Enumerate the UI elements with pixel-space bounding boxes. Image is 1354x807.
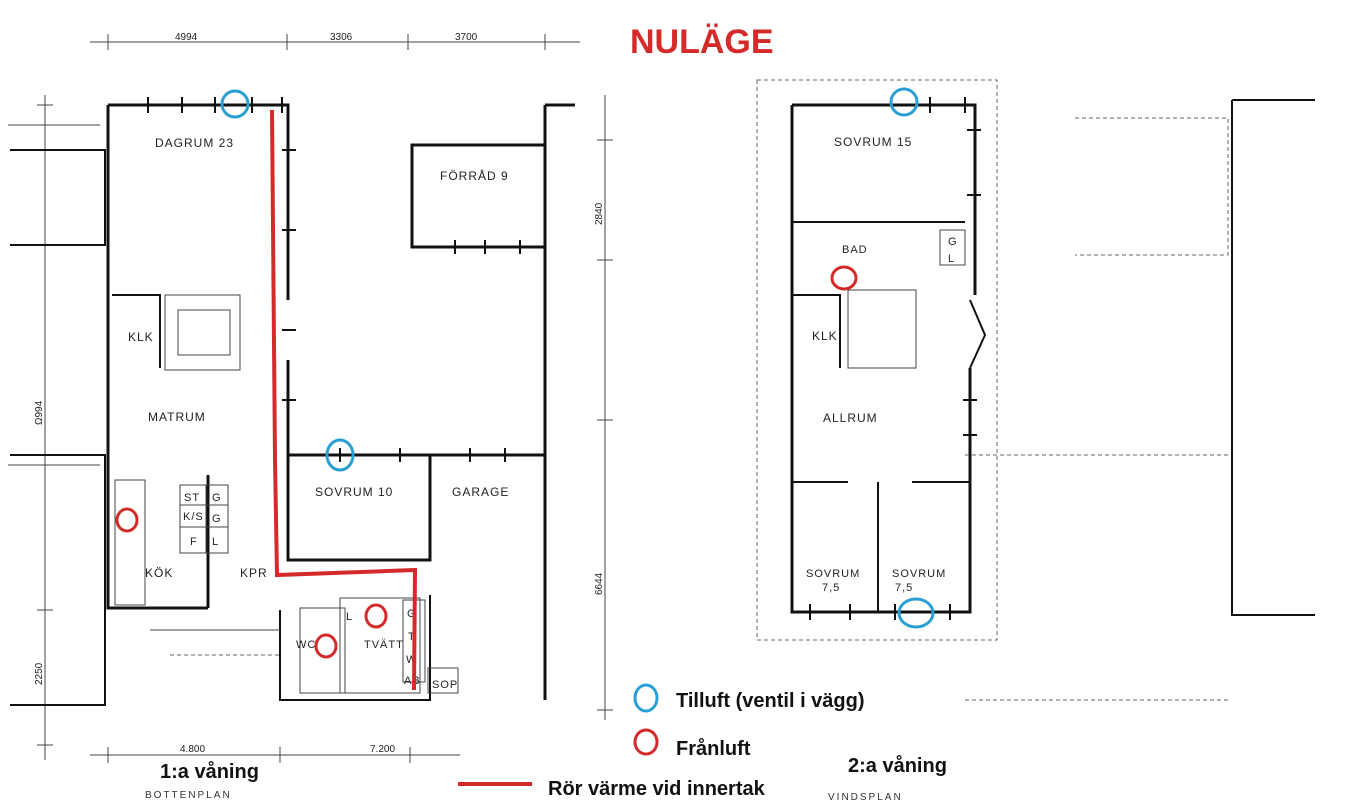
cabinet-label-t: T <box>408 631 416 643</box>
legend: Tilluft (ventil i vägg) Frånluft Rör vär… <box>458 683 865 800</box>
dim-top-3: 3700 <box>455 32 478 43</box>
plan-label-ground: BOTTENPLAN <box>145 790 232 801</box>
room-label-allrum: ALLRUM <box>823 411 878 425</box>
cabinet-label-g3: G <box>407 608 417 620</box>
room-label-kok: KÖK <box>145 566 173 580</box>
dim-bottom-1: 4.800 <box>180 744 205 755</box>
heating-pipe <box>270 109 418 691</box>
cabinet-label-l2: L <box>346 611 353 623</box>
dim-side-left-1: Ω994 <box>34 400 45 425</box>
cabinet-label-g-upper: G <box>948 236 958 248</box>
room-label-sovrum15: SOVRUM 15 <box>834 135 912 149</box>
room-label-sop: SOP <box>432 679 458 691</box>
room-label-sovrum10: SOVRUM 10 <box>315 485 393 499</box>
dim-top-1: 4994 <box>175 32 198 43</box>
cabinet-label-w: W <box>406 654 417 666</box>
exhaust-valve-wc <box>314 633 338 659</box>
dim-side-right-1: 2840 <box>594 202 605 225</box>
room-label-sovrum-a: SOVRUM <box>806 568 860 580</box>
room-label-bad: BAD <box>842 244 868 256</box>
floor-name-2: 2:a våning <box>848 754 947 777</box>
supply-valve-sovrum15 <box>889 87 919 117</box>
dim-bottom-2: 7.200 <box>370 744 395 755</box>
upper-floor-plan: SOVRUM 15 BAD G L KLK ALLRUM SOVRUM 7,5 … <box>756 79 1315 803</box>
plan-label-upper: VINDSPLAN <box>828 792 903 803</box>
top-dimension-line: 4994 3306 3700 <box>90 32 580 50</box>
room-label-wc: WC <box>296 639 316 651</box>
legend-exhaust-icon <box>633 728 659 756</box>
legend-pipe-label: Rör värme vid innertak <box>548 778 766 800</box>
supply-valve-sovrum-small <box>897 597 935 629</box>
room-label-klk-ground: KLK <box>128 330 154 344</box>
dim-side-right-2: 6644 <box>594 572 605 595</box>
dim-side-left-2: 2250 <box>34 662 45 685</box>
room-label-forrad: FÖRRÅD 9 <box>440 168 509 183</box>
cabinet-label-l-upper: L <box>948 253 955 265</box>
supply-valve-dagrum <box>220 89 250 119</box>
legend-exhaust-label: Frånluft <box>676 737 751 760</box>
room-label-klk-upper: KLK <box>812 329 838 343</box>
supply-valve-sovrum10 <box>325 438 355 472</box>
exhaust-valve-bad <box>830 265 858 291</box>
cabinet-label-g2: G <box>212 513 222 525</box>
room-label-dagrum: DAGRUM 23 <box>155 136 234 150</box>
cabinet-label-g1: G <box>212 492 222 504</box>
bottom-dimension-line: 4.800 7.200 <box>90 744 460 763</box>
ground-floor-plan: DAGRUM 23 FÖRRÅD 9 KLK MATRUM SOVRUM 10 … <box>8 97 575 801</box>
room-label-kpr: KPR <box>240 566 268 580</box>
room-label-matrum: MATRUM <box>148 410 206 424</box>
side-dimension-lines: Ω994 2250 2840 6644 <box>34 95 613 760</box>
legend-supply-label: Tilluft (ventil i vägg) <box>676 690 865 712</box>
cabinet-label-st: ST <box>184 492 200 504</box>
room-label-sovrum-a-size: 7,5 <box>822 582 840 594</box>
room-label-garage: GARAGE <box>452 485 509 499</box>
diagram-title: NULÄGE <box>630 23 774 61</box>
cabinet-label-ks: K/S <box>183 511 204 523</box>
cabinet-label-f: F <box>190 536 198 548</box>
exhaust-valve-tvatt <box>364 603 388 629</box>
exhaust-valve-kok <box>115 507 139 533</box>
cabinet-label-l1: L <box>212 536 219 548</box>
legend-supply-icon <box>633 683 659 713</box>
room-label-tvatt: TVÄTT <box>364 639 404 651</box>
dim-top-2: 3306 <box>330 32 353 43</box>
room-label-sovrum-b-size: 7,5 <box>895 582 913 594</box>
floor-name-1: 1:a våning <box>160 760 259 783</box>
room-label-sovrum-b: SOVRUM <box>892 568 946 580</box>
